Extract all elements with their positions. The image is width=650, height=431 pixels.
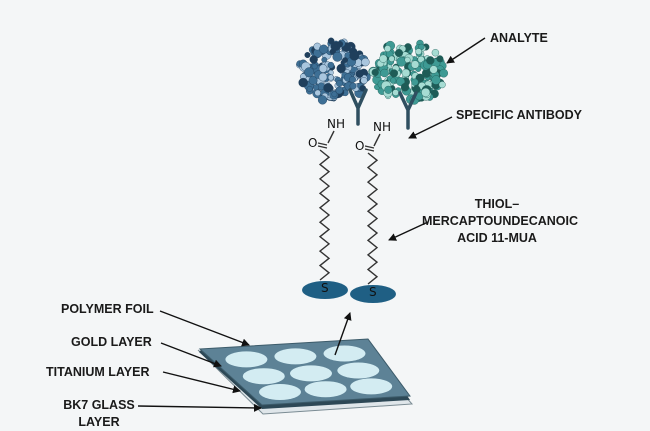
label-thiol-line3: ACID 11-MUA — [457, 231, 537, 245]
carbonyl-bond-right — [364, 145, 375, 152]
sensor-spot — [290, 365, 332, 382]
alkyl-chain-left — [318, 149, 331, 281]
sulfur-anchor-left — [302, 281, 348, 299]
label-thiol-line2: MERCAPTOUNDECANOIC — [422, 214, 579, 228]
label-bk7-line1: BK7 GLASS — [63, 398, 135, 412]
label-polymer-foil: POLYMER FOIL — [61, 302, 154, 316]
amine-label-left: NH — [327, 117, 345, 131]
sulfur-label-left: S — [321, 281, 329, 295]
label-thiol-line1: THIOL– — [474, 197, 520, 211]
sensor-spots — [225, 345, 393, 400]
sulfur-label-right: S — [369, 285, 377, 299]
sensor-spot — [259, 384, 301, 400]
alkyl-chain-right — [366, 152, 379, 285]
carbonyl-o-left: O — [308, 136, 317, 150]
sensor-spot — [242, 368, 285, 385]
sulfur-anchor-right — [350, 285, 396, 303]
sensor-spot — [225, 351, 268, 368]
carbonyl-o-right: O — [355, 139, 364, 153]
label-specific-antibody: SPECIFIC ANTIBODY — [456, 108, 582, 122]
arrow-thiol — [388, 221, 429, 241]
bond-right — [373, 133, 381, 147]
antibody-right — [398, 91, 418, 130]
sensor-spot — [337, 362, 380, 379]
amine-label-right: NH — [373, 120, 391, 134]
label-thiol: THIOL– MERCAPTOUNDECANOIC ACID 11-MUA — [422, 196, 579, 247]
sensor-chip — [197, 338, 414, 415]
arrow-plate-to-chain — [334, 312, 352, 356]
sensor-spot — [323, 345, 366, 362]
sensor-spot — [274, 348, 317, 365]
label-bk7-glass-layer: BK7 GLASS LAYER — [60, 397, 138, 431]
sensor-spot — [304, 381, 347, 398]
antibody-left — [348, 88, 368, 126]
arrow-antibody — [408, 116, 453, 139]
label-gold-layer: GOLD LAYER — [71, 335, 152, 349]
label-titanium-layer: TITANIUM LAYER — [46, 365, 150, 379]
label-bk7-line2: LAYER — [78, 415, 120, 429]
arrow-analyte — [446, 37, 486, 64]
carbonyl-bond-left — [317, 142, 328, 149]
arrow-titanium-layer — [162, 371, 241, 394]
arrow-polymer-foil — [159, 310, 250, 347]
bond-left — [327, 130, 335, 144]
analyte-protein-right — [368, 39, 449, 105]
label-analyte: ANALYTE — [490, 31, 548, 45]
analyte-protein-left — [296, 37, 371, 105]
arrow-gold-layer — [160, 342, 222, 368]
arrow-bk7-layer — [137, 403, 262, 412]
sensor-spot — [350, 378, 393, 395]
